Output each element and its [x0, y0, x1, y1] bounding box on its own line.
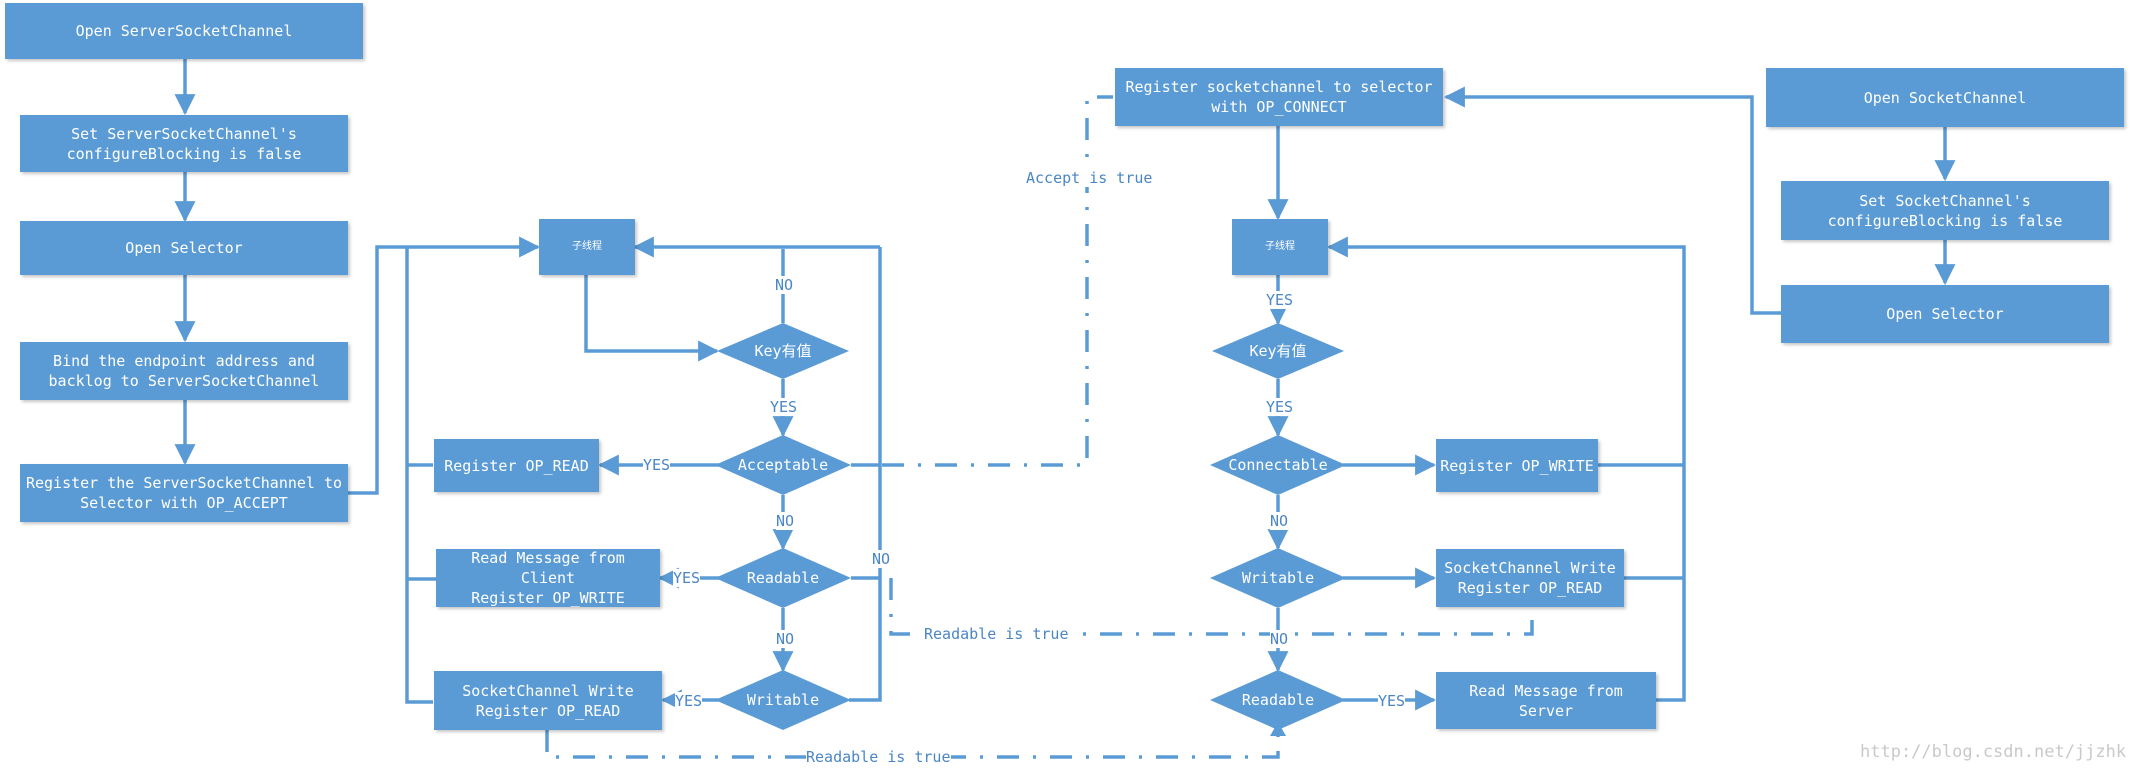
read-message-client-box: Read Message from Client Register OP_WRI… [436, 549, 660, 607]
register-connect-box: Register socketchannel to selector with … [1115, 68, 1443, 126]
label-yes-readable: YES [673, 569, 701, 587]
watermark-url: http://blog.csdn.net/jjzhk [1860, 742, 2127, 762]
readable-server-label: Readable [746, 569, 820, 587]
register-op-write-box: Register OP_WRITE [1436, 439, 1598, 492]
diamond-writable-server [715, 670, 851, 730]
diamond-acceptable [715, 435, 851, 495]
dashed-readable-flow-1 [889, 578, 1534, 636]
diamond-readable-client [1210, 670, 1346, 730]
client-right-bus [1326, 236, 1686, 702]
server-configure-blocking-box: Set ServerSocketChannel's configureBlock… [20, 115, 348, 172]
register-accept-box: Register the ServerSocketChannel to Sele… [20, 464, 348, 522]
arrow-register-to-subthread [348, 236, 541, 495]
writable-client-label: Writable [1241, 569, 1315, 587]
arrow-selector-to-register-connect [1443, 86, 1781, 315]
label-no-loop: NO [872, 550, 891, 568]
client-configure-blocking-box: Set SocketChannel's configureBlocking is… [1781, 181, 2109, 240]
connectable-label: Connectable [1228, 456, 1328, 474]
label-no-connectable: NO [1270, 512, 1289, 530]
server-open-selector-box: Open Selector [20, 221, 348, 275]
label-accept-is-true: Accept is true [1026, 169, 1153, 187]
label-readable-is-true-2: Readable is true [806, 748, 951, 766]
server-subthread-box: 子线程 [539, 219, 635, 275]
key-client-label: Key有值 [1249, 342, 1307, 360]
diamond-readable-server [715, 548, 851, 608]
readable-client-label: Readable [1241, 691, 1315, 709]
diamond-writable-client [1210, 548, 1346, 608]
label-yes-writable: YES [675, 692, 703, 710]
register-op-read-box: Register OP_READ [434, 439, 599, 492]
bind-address-box: Bind the endpoint address and backlog to… [20, 342, 348, 400]
client-subthread-box: 子线程 [1232, 219, 1328, 275]
diamond-key-client [1212, 323, 1344, 379]
label-yes-key-client: YES [1266, 398, 1294, 416]
server-left-bus [405, 247, 433, 704]
open-socket-channel-box: Open SocketChannel [1766, 68, 2124, 127]
label-readable-is-true-1: Readable is true [924, 625, 1069, 643]
client-socket-write-box: SocketChannel Write Register OP_READ [1436, 549, 1624, 607]
label-yes-subthread-client: YES [1266, 291, 1294, 309]
arrow-subthread-to-key [584, 275, 720, 362]
label-no-writable-client: NO [1270, 630, 1289, 648]
client-open-selector-box: Open Selector [1781, 285, 2109, 343]
label-yes-readable-client: YES [1378, 692, 1406, 710]
label-yes-acceptable: YES [643, 456, 671, 474]
server-socket-write-box: SocketChannel Write Register OP_READ [434, 671, 662, 730]
label-no-readable: NO [776, 630, 795, 648]
diamond-key-server [717, 323, 849, 379]
key-server-label: Key有值 [754, 342, 812, 360]
acceptable-label: Acceptable [737, 456, 829, 474]
label-no-acceptable: NO [776, 512, 795, 530]
label-yes-key-server: YES [770, 398, 798, 416]
read-message-server-box: Read Message from Server [1436, 672, 1656, 729]
open-server-socket-channel-box: Open ServerSocketChannel [5, 3, 363, 59]
diamond-connectable [1210, 435, 1346, 495]
writable-server-label: Writable [746, 691, 820, 709]
label-no-key-server: NO [775, 276, 794, 294]
server-right-loop [849, 247, 882, 702]
dashed-accept-flow [882, 95, 1113, 467]
